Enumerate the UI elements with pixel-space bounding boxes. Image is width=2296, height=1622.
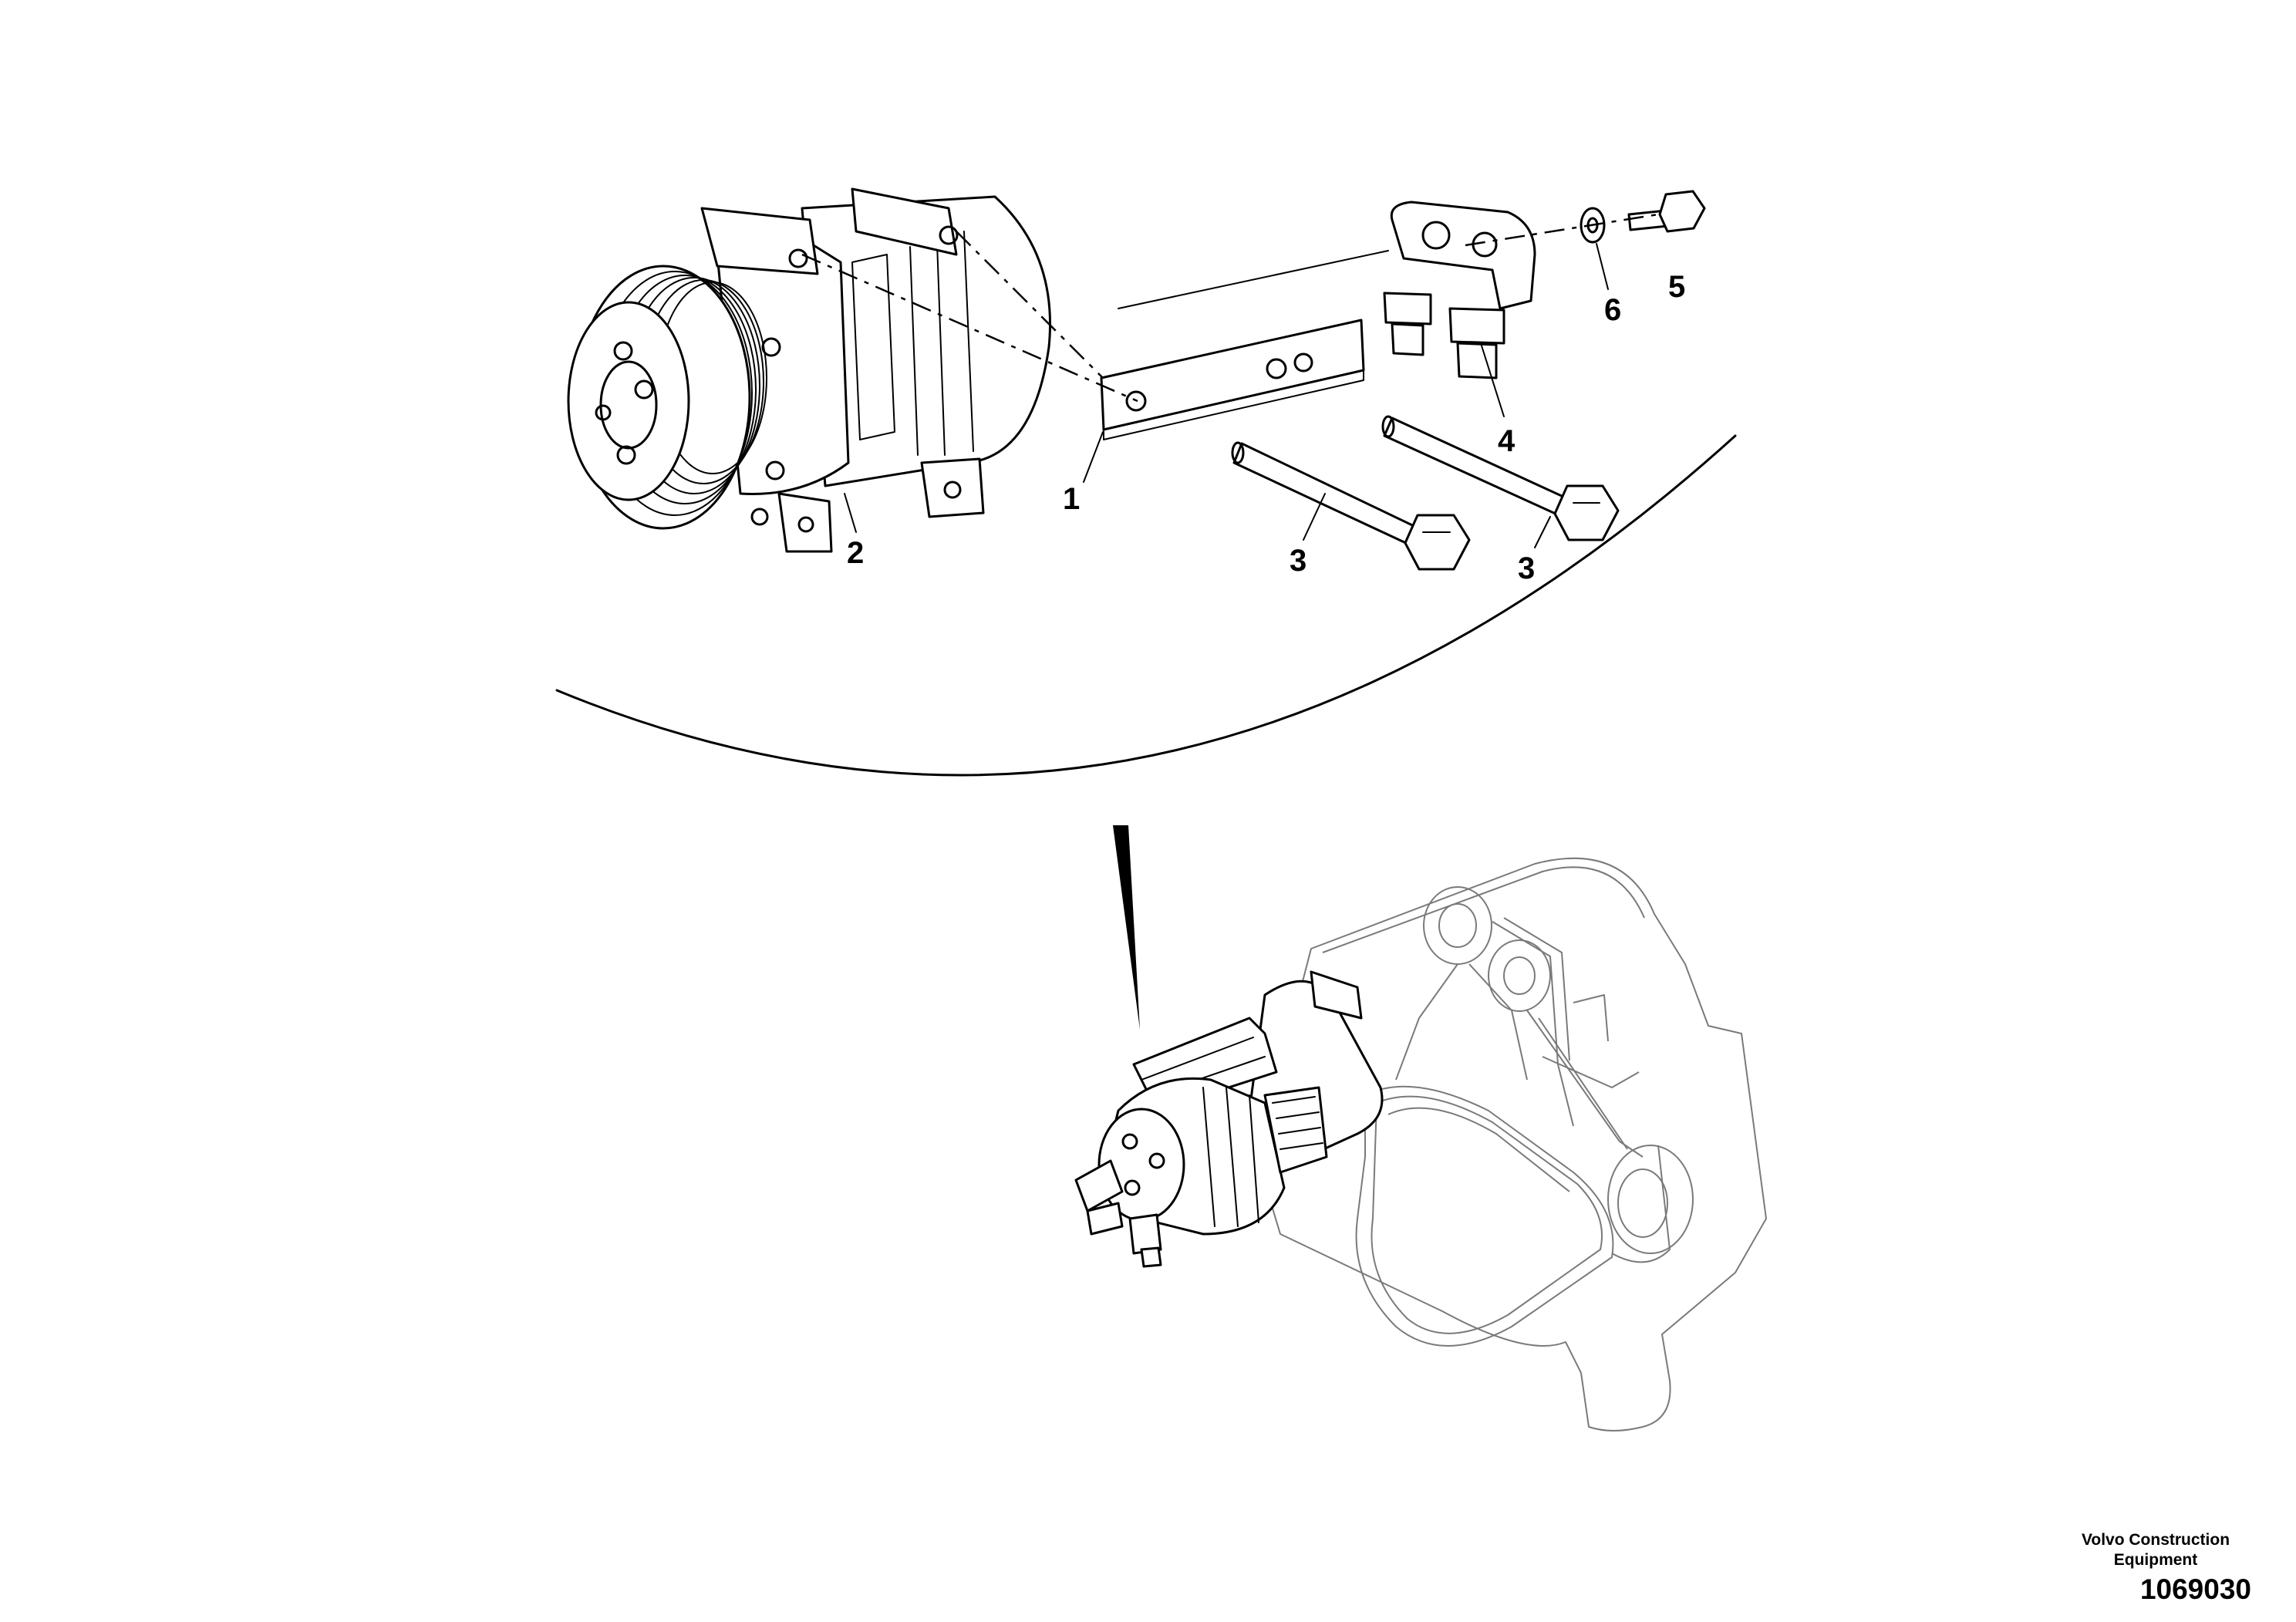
leader-2 [844,493,857,533]
callout-1: 1 [1063,482,1080,516]
compressor [567,187,1052,553]
callout-6: 6 [1604,293,1621,327]
bolt-left [1231,441,1471,571]
leader-1 [1083,431,1104,483]
pipe-connection [1383,201,1536,379]
detail-pointer [1113,825,1140,1030]
callout-3-right: 3 [1518,551,1535,585]
callout-2: 2 [847,536,864,570]
brand-line-2: Equipment [2113,1551,2198,1569]
bolt-right [1381,415,1620,541]
leader-4 [1480,342,1505,417]
engine-front-cover [1256,857,1767,1431]
leader-3b [1534,516,1551,548]
compressor-installed [1074,970,1384,1268]
detail-arc [555,434,1737,777]
leader-6 [1596,243,1609,290]
leader-3a [1303,493,1326,541]
document-number: 1069030 [2139,1573,2251,1605]
callout-3-left: 3 [1290,544,1306,578]
screw [1627,190,1706,233]
assembly-line-screw [1465,213,1659,247]
assembly-line-pipe [1118,250,1389,309]
brand-label: Volvo Construction Equipment [2055,1530,2256,1570]
callout-5: 5 [1668,270,1685,304]
bracket [1100,319,1365,440]
callout-4: 4 [1498,424,1515,458]
assembly-line-upper [956,231,1104,379]
brand-line-1: Volvo Construction [2081,1531,2230,1549]
